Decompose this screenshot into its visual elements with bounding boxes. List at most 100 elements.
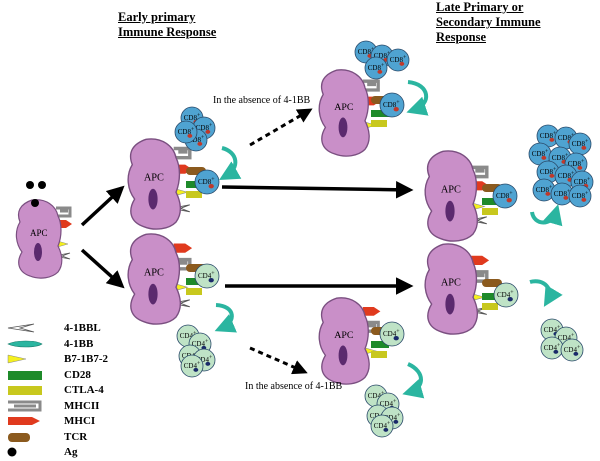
legend-item: TCR [6, 430, 146, 446]
4-1bbl-icon [7, 323, 35, 333]
legend-label: TCR [64, 430, 88, 443]
t-cell-label: CD4+ [196, 355, 213, 364]
ag-icon [26, 181, 34, 189]
t-cell-label: CD4+ [544, 343, 561, 352]
proliferation-arrow [530, 204, 563, 227]
cd4-t-cell: CD4+ [379, 321, 405, 347]
tcr-icon [8, 432, 30, 442]
t-cell-body [493, 282, 519, 308]
t-cell-label: CD8+ [552, 153, 569, 162]
ctla4-icon [186, 191, 202, 198]
cd8-t-cell: CD8+ [174, 120, 198, 144]
antigen-dots [26, 181, 46, 207]
t-cell-label: CD4+ [374, 421, 391, 430]
apc-label: APC [144, 173, 164, 184]
legend-item: B7-1B7-2 [6, 352, 146, 368]
t-cell-body [379, 321, 405, 347]
apc-nucleus [445, 200, 455, 222]
t-cell-nucleus [393, 419, 399, 424]
apc-nucleus [338, 345, 348, 366]
t-cell-label: CD8+ [540, 167, 557, 176]
t-cell-label: CD8+ [496, 191, 513, 200]
t-cell-nucleus [383, 427, 389, 432]
cd28-icon [186, 278, 204, 285]
cd28-icon [8, 370, 42, 380]
apc-cell: APC [424, 150, 490, 242]
ctla4-icon [371, 120, 387, 127]
arrow-cd8-late [221, 181, 414, 199]
t-cell-nucleus [506, 198, 512, 203]
t-cell-label: CD8+ [554, 189, 571, 198]
t-cell-label: CD4+ [192, 339, 209, 348]
early-header-line2: Immune Response [118, 25, 217, 39]
cd4-t-cell: CD4+ [560, 338, 584, 362]
cd8-cell-cluster: CD8+CD8+CD8+CD8+ [354, 40, 410, 80]
apc-body [127, 233, 182, 325]
mhci-icon [362, 307, 381, 316]
ctla4-icon [482, 208, 498, 215]
apc-nucleus [445, 293, 455, 315]
t-cell-nucleus [507, 297, 513, 302]
proliferation-arrow [214, 303, 237, 333]
t-cell-nucleus [563, 195, 569, 200]
t-cell-label: CD4+ [184, 361, 201, 370]
t-cell-nucleus [549, 173, 555, 178]
apc-body [318, 297, 370, 385]
cd28-icon [371, 110, 389, 117]
mhcii-icon [362, 320, 380, 333]
ag-icon [38, 181, 46, 189]
t-cell-nucleus [187, 133, 193, 138]
b7-icon [7, 354, 27, 364]
apc-body [424, 150, 479, 242]
legend-item: MHCI [6, 414, 146, 430]
t-cell-nucleus [549, 137, 555, 142]
cd4-t-cell: CD4+ [493, 282, 519, 308]
legend-item: CTLA-4 [6, 383, 146, 399]
apc-cell: APC [318, 297, 381, 385]
arrow-to-cd4-path [80, 248, 125, 289]
t-cell-label: CD8+ [188, 135, 205, 144]
apc-body [318, 69, 370, 157]
cd8-t-cell: CD8+ [568, 184, 592, 208]
t-cell-label: CD4+ [564, 345, 581, 354]
late-header-line3: Response [436, 30, 487, 44]
t-cell-nucleus [581, 197, 587, 202]
legend-label: 4-1BB [64, 337, 94, 350]
cd4-cell-cluster: CD4+CD4+CD4+CD4+ [540, 318, 584, 362]
t-cell-nucleus [197, 141, 203, 146]
t-cell-label: CD8+ [390, 55, 407, 64]
t-cell-body [364, 56, 388, 80]
pathway-arrows [80, 108, 414, 375]
cd8-t-cell: CD8+ [364, 56, 388, 80]
cd4-t-cell: CD4+ [370, 414, 394, 438]
t-cell-nucleus [553, 349, 559, 354]
t-cell-body [370, 414, 394, 438]
early-header-line1: Early primary [118, 10, 196, 24]
mhcii-icon [173, 146, 192, 160]
t-cell-label: CD4+ [497, 290, 514, 299]
apc-nucleus [148, 283, 158, 305]
apc-body [424, 243, 479, 335]
ctla4-icon [186, 288, 202, 295]
proliferation-arrow [529, 279, 563, 307]
legend-item: 4-1BB [6, 337, 146, 353]
apc-label: APC [144, 268, 164, 279]
t-cell-body [568, 184, 592, 208]
legend-label: MHCI [64, 415, 96, 427]
late-response-header: Late Primary or Secondary Immune Respons… [436, 0, 541, 45]
apc-cell: APC [127, 138, 193, 230]
t-cell-label: CD8+ [558, 171, 575, 180]
t-cell-label: CD8+ [196, 123, 213, 132]
cd8-t-cell: CD8+ [492, 183, 518, 209]
mhcii-icon [362, 79, 380, 92]
legend-item: 4-1BBL [6, 321, 146, 337]
apc-body [127, 138, 182, 230]
cd8-t-cell: CD8+ [568, 132, 592, 156]
dotted-arrow-top [249, 108, 313, 147]
t-cell-label: CD8+ [574, 177, 591, 186]
apc-nucleus [338, 117, 348, 138]
t-cell-body [492, 183, 518, 209]
